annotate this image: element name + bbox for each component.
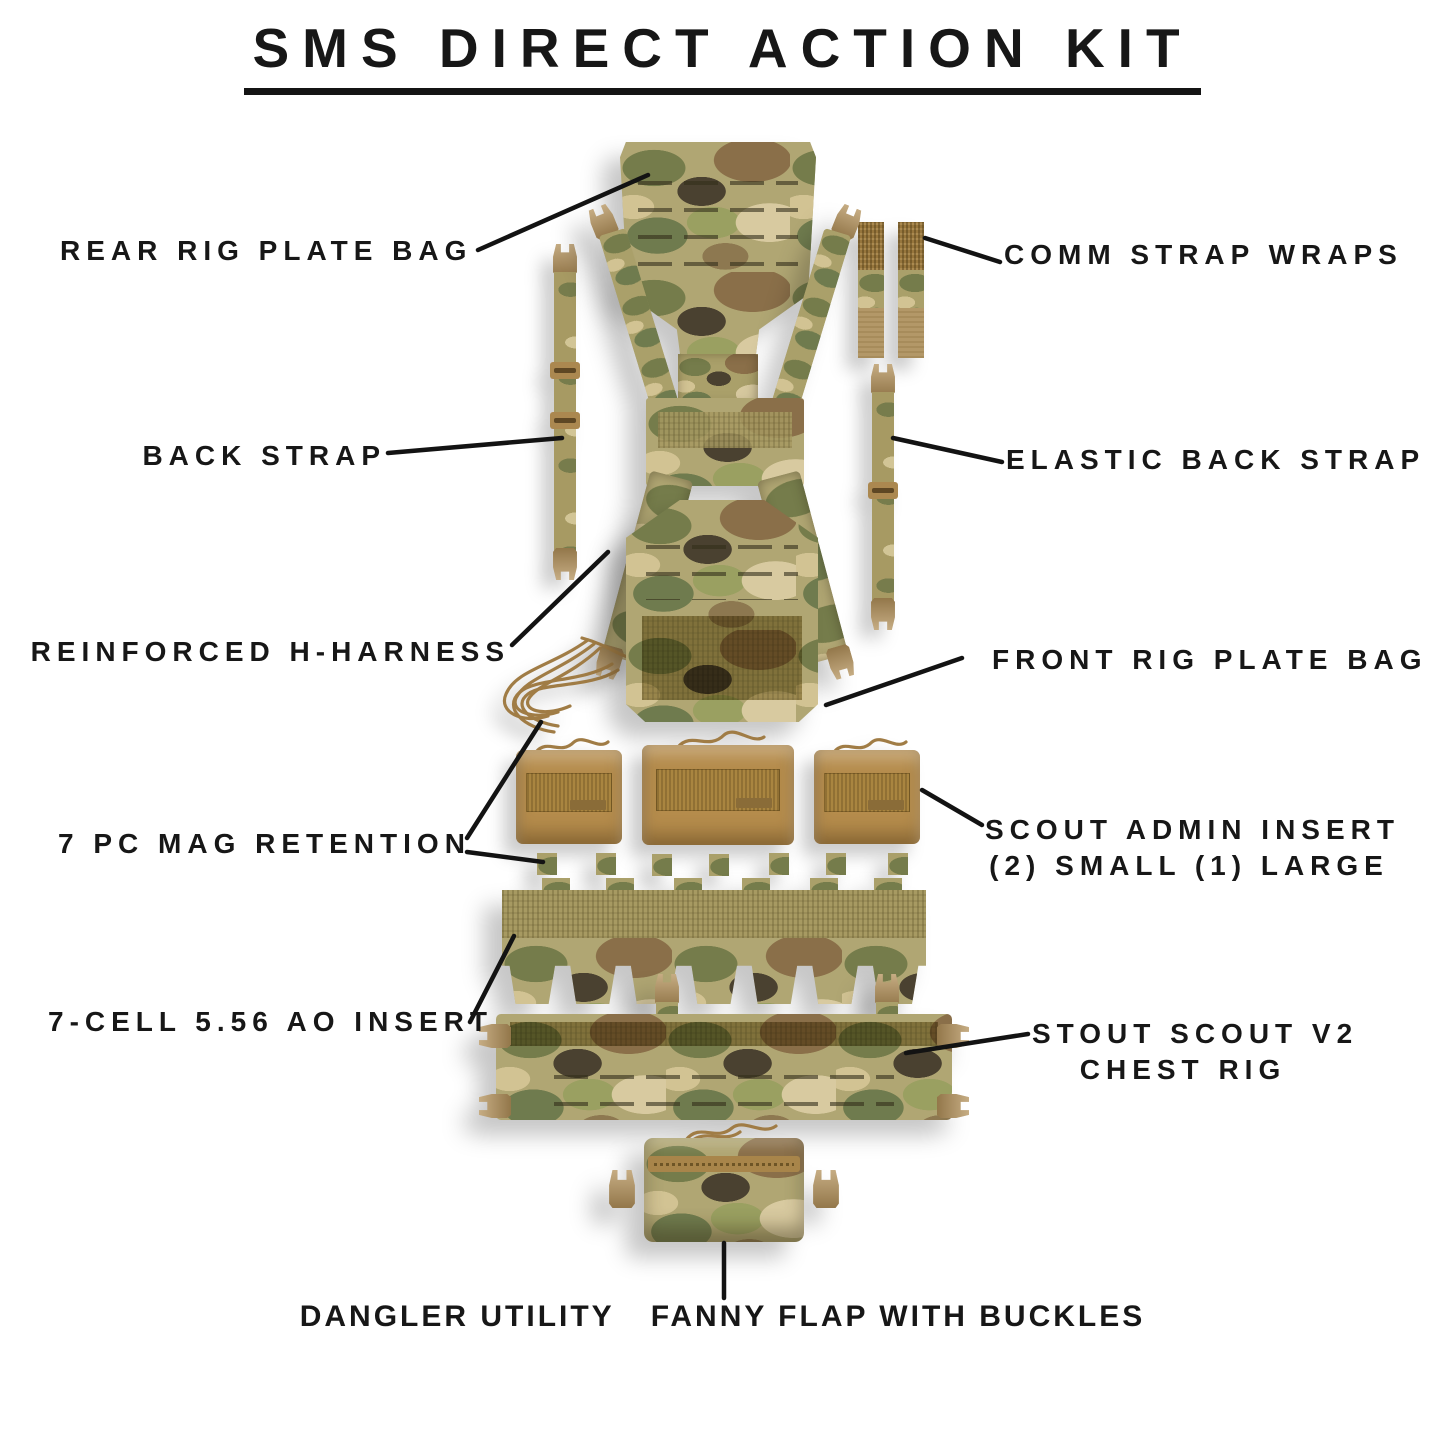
label-back-strap: BACK STRAP: [142, 440, 386, 471]
page-title: SMS DIRECT ACTION KIT: [244, 16, 1201, 95]
admin-pouch-small-left: [516, 738, 622, 844]
label-reinforced-h-harness: REINFORCED H-HARNESS: [30, 636, 510, 667]
mag-retention-tab: [826, 853, 846, 875]
chest-rig-molle-panel: [554, 1052, 894, 1110]
mag-retention-tab: [709, 854, 729, 876]
dangler-utility-pouch: [598, 1123, 850, 1244]
title-row: SMS DIRECT ACTION KIT: [0, 16, 1445, 95]
chest-rig-top-buckle-right: [875, 974, 899, 1006]
admin-pouch-brand-tag: [570, 799, 607, 810]
elastic-back-strap: [864, 364, 902, 630]
label-elastic-back-strap: ELASTIC BACK STRAP: [1006, 444, 1426, 475]
admin-pouch-small-right: [814, 738, 920, 844]
back-strap-triglide-upper: [550, 362, 580, 379]
admin-pouch-large: [642, 730, 794, 845]
label-scout-admin-insert-line2: (2) SMALL (1) LARGE: [989, 850, 1389, 881]
callout-scout-admin-insert: [919, 787, 985, 828]
front-plate-bag-molle-panel: [646, 522, 798, 600]
dangler-pouch-body: [644, 1138, 804, 1242]
label-dangler-row: DANGLER UTILITY FANNY FLAP WITH BUCKLES: [0, 1300, 1445, 1334]
label-chest-rig-line2: CHEST RIG: [1079, 1054, 1287, 1085]
mag-retention-tab: [652, 854, 672, 876]
dangler-right-buckle: [813, 1170, 839, 1208]
reinforced-h-harness: [570, 200, 880, 680]
rear-plate-bag-velcro-tab: [678, 354, 758, 406]
comm-strap-wrap-right: [898, 222, 924, 358]
rear-rig-plate-bag: [620, 142, 816, 406]
label-seven-cell-insert: 7-CELL 5.56 AO INSERT: [48, 1006, 493, 1037]
mag-retention-tab: [888, 853, 908, 875]
back-strap-triglide-lower: [550, 412, 580, 429]
callout-elastic-back-strap: [890, 435, 1005, 465]
label-dangler-utility: DANGLER UTILITY: [299, 1300, 615, 1333]
callout-comm-strap-wraps: [922, 235, 1003, 265]
label-front-rig-plate-bag: FRONT RIG PLATE BAG: [992, 644, 1428, 675]
admin-pouch-brand-tag: [735, 798, 772, 809]
mag-retention-tab: [537, 853, 557, 875]
dangler-zipper: [648, 1156, 800, 1172]
dangler-left-buckle: [609, 1170, 635, 1208]
chest-rig: [486, 974, 962, 1126]
front-rig-plate-bag: [626, 500, 818, 722]
chest-rig-side-buckle: [937, 1093, 969, 1119]
callout-mag-retention-tabs: [464, 849, 546, 865]
label-fanny-flap: FANNY FLAP WITH BUCKLES: [650, 1300, 1146, 1333]
chest-rig-side-buckle: [937, 1023, 969, 1049]
label-chest-rig-line1: STOUT SCOUT V2: [1032, 1018, 1359, 1049]
comm-strap-wrap-left: [858, 222, 884, 358]
elastic-back-strap-triglide: [868, 482, 898, 499]
label-scout-admin-insert-line1: SCOUT ADMIN INSERT: [985, 814, 1400, 845]
chest-rig-top-buckle-left: [655, 974, 679, 1006]
front-plate-bag-velcro-zone: [642, 616, 802, 700]
label-mag-retention: 7 PC MAG RETENTION: [58, 828, 471, 859]
harness-center-bar: [646, 398, 804, 486]
mag-retention-tab: [596, 853, 616, 875]
label-scout-admin-insert: SCOUT ADMIN INSERT (2) SMALL (1) LARGE: [985, 812, 1400, 884]
mag-retention-tab: [769, 853, 789, 875]
seven-cell-velcro-band: [502, 890, 926, 938]
front-plate-bag-body: [626, 500, 818, 722]
elastic-back-strap-top-buckle: [871, 364, 895, 396]
callout-back-strap: [385, 435, 565, 456]
admin-pouch-brand-tag: [868, 799, 905, 810]
comm-strap-wraps: [856, 222, 926, 358]
chest-rig-panel: [496, 1014, 952, 1120]
label-comm-strap-wraps: COMM STRAP WRAPS: [1004, 239, 1403, 270]
label-rear-rig-plate-bag: REAR RIG PLATE BAG: [60, 235, 473, 266]
chest-rig-side-buckle: [479, 1093, 511, 1119]
label-chest-rig: STOUT SCOUT V2 CHEST RIG: [1032, 1016, 1359, 1088]
seven-cell-insert: [502, 878, 926, 1004]
